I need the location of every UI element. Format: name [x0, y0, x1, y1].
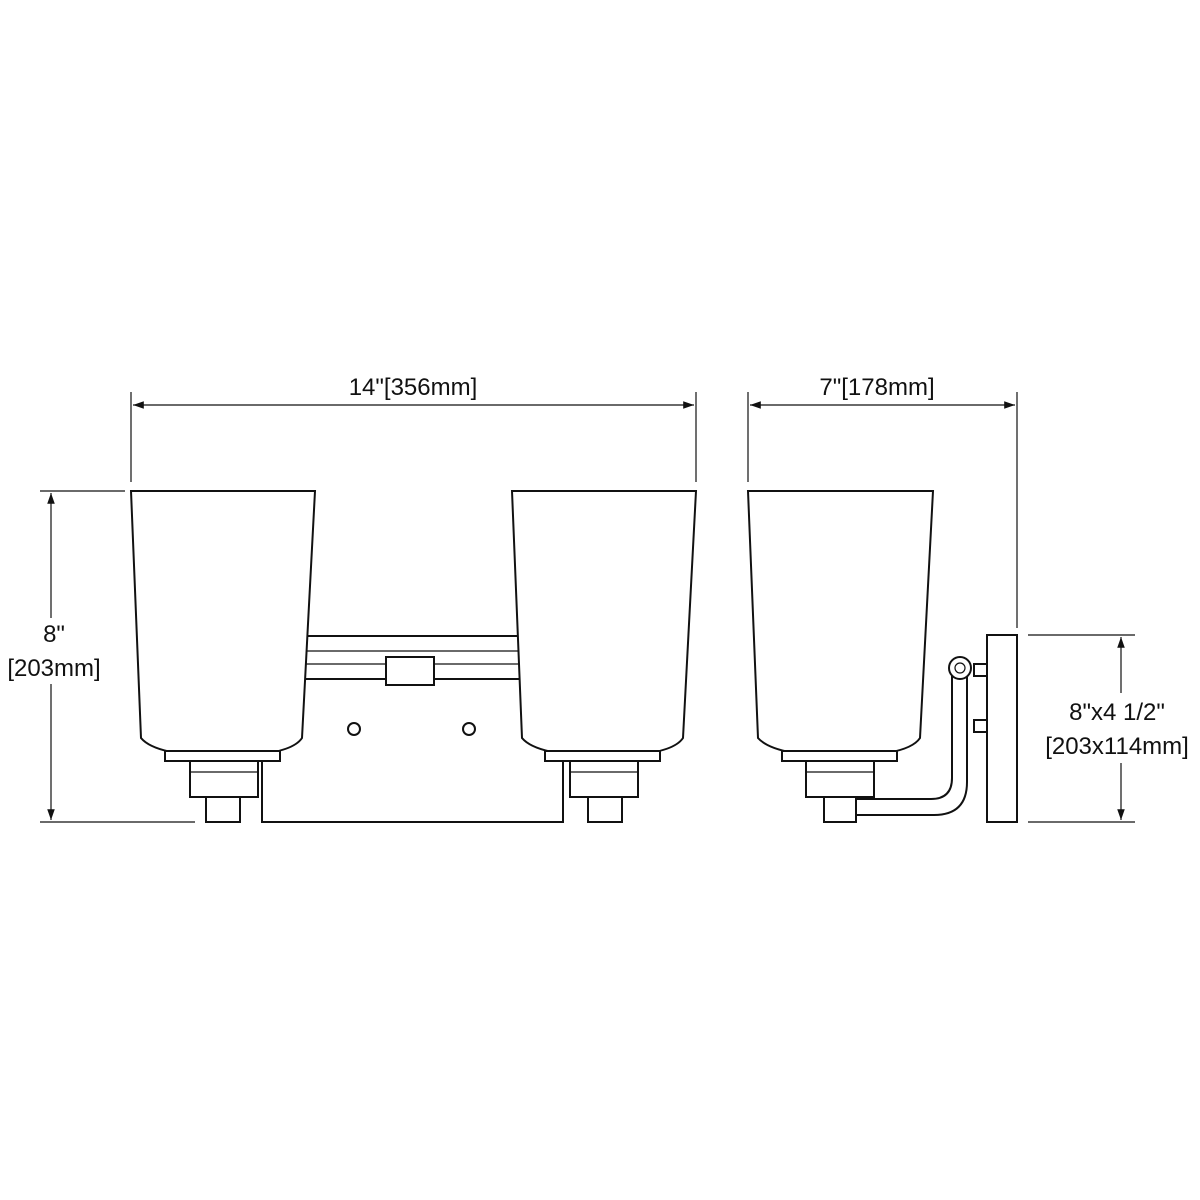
side-depth-dimension: 7"[178mm] [747, 374, 1018, 628]
right-lamp [510, 490, 698, 823]
front-height-dimension: 8" [203mm] [2, 490, 195, 823]
front-backplate [261, 722, 564, 823]
side-depth-label: 7"[178mm] [819, 374, 934, 401]
right-socket [569, 760, 639, 798]
backplate-dimension: 8"x4 1/2" [203x114mm] [1028, 634, 1198, 823]
front-width-dimension: 14"[356mm] [130, 374, 697, 482]
mounting-bracket-bottom [973, 719, 988, 733]
right-glass-shade [510, 490, 698, 758]
side-shade-holder [781, 750, 898, 762]
side-glass-shade [746, 490, 935, 758]
mounting-screw-left [347, 722, 361, 736]
front-height-label-line1: 8" [43, 621, 65, 648]
side-socket-base [823, 796, 857, 823]
side-socket [805, 760, 875, 798]
arm-knuckle [948, 656, 972, 680]
left-glass-shade [129, 490, 317, 758]
front-view: 14"[356mm] 8" [203mm] [2, 374, 698, 823]
side-arm [856, 656, 972, 816]
backplate-label-line2: [203x114mm] [1045, 733, 1189, 760]
side-backplate [973, 634, 1018, 823]
mounting-screw-right [462, 722, 476, 736]
mounting-bracket-top [973, 663, 988, 677]
left-shade-holder [164, 750, 281, 762]
front-height-label-line2: [203mm] [7, 655, 100, 682]
side-lamp [746, 490, 935, 823]
left-socket-base [205, 796, 241, 823]
backplate-label-line1: 8"x4 1/2" [1069, 699, 1165, 726]
front-width-label: 14"[356mm] [349, 374, 478, 401]
right-socket-base [587, 796, 623, 823]
left-socket [189, 760, 259, 798]
left-lamp [129, 490, 317, 823]
side-view: 7"[178mm] 8"x4 1/2" [203x114mm] [746, 374, 1198, 823]
right-shade-holder [544, 750, 661, 762]
cross-bar [304, 635, 528, 686]
